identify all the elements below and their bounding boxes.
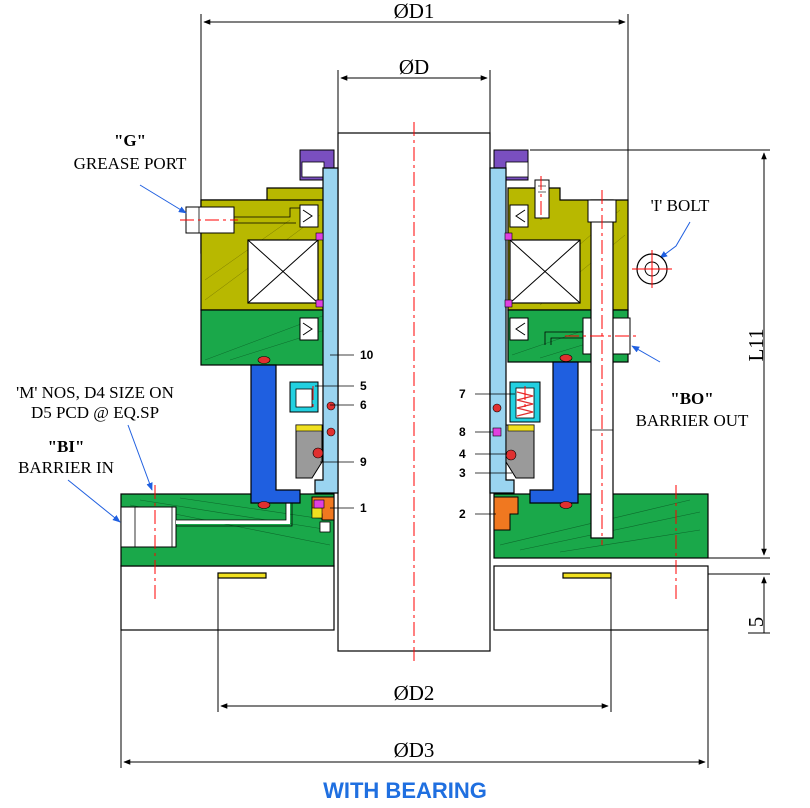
label-grease-port: GREASE PORT xyxy=(74,154,187,173)
i-bolt-symbol xyxy=(632,250,672,288)
part-leaders xyxy=(315,354,515,515)
bearing-strip-left xyxy=(217,572,267,579)
leader-lines xyxy=(67,184,691,523)
label-g-code: "G" xyxy=(114,131,146,150)
part-2: 2 xyxy=(459,507,466,521)
seal-gland-right xyxy=(529,361,579,504)
part-8: 8 xyxy=(459,425,466,439)
sleeve-left xyxy=(314,167,339,494)
label-bo-code: "BO" xyxy=(670,389,713,408)
dim-five: 5 xyxy=(744,617,768,628)
dim-d1: ØD1 xyxy=(394,0,435,23)
part-1: 1 xyxy=(360,501,367,515)
label-barrier-out: BARRIER OUT xyxy=(636,411,749,430)
dim-d2: ØD2 xyxy=(394,681,435,705)
label-m-line1: 'M' NOS, D4 SIZE ON xyxy=(16,383,174,402)
centerlines xyxy=(154,122,677,662)
seal-seat-right xyxy=(493,496,519,531)
seal-gland-left xyxy=(250,364,301,504)
label-bi-code: "BI" xyxy=(48,437,85,456)
dimension-lines xyxy=(120,14,770,768)
bearing-strip-right xyxy=(562,572,612,579)
label-i-bolt: 'I' BOLT xyxy=(651,196,710,215)
label-m-line2: D5 PCD @ EQ.SP xyxy=(31,403,159,422)
dim-l11: L11 xyxy=(744,328,768,361)
barrier-in-port xyxy=(120,506,177,548)
label-barrier-in: BARRIER IN xyxy=(18,458,114,477)
left-seal-assembly xyxy=(120,149,339,567)
part-4: 4 xyxy=(459,447,466,461)
diagram-caption: WITH BEARING xyxy=(323,778,487,803)
part-10: 10 xyxy=(360,348,374,362)
part-5: 5 xyxy=(360,379,367,393)
part-9: 9 xyxy=(360,455,367,469)
base-casing xyxy=(120,565,709,631)
part-6: 6 xyxy=(360,398,367,412)
part-3: 3 xyxy=(459,466,466,480)
dim-d: ØD xyxy=(399,55,429,79)
part-7: 7 xyxy=(459,387,466,401)
dim-d3: ØD3 xyxy=(394,738,435,762)
